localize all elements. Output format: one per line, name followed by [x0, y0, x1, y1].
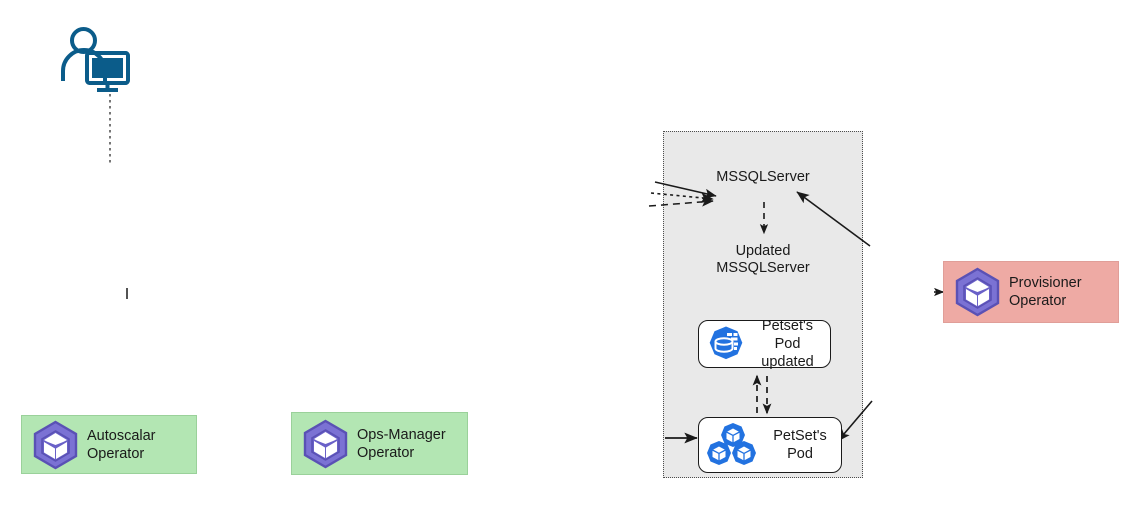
petset-pod-updated-label: Petset's Pod updated	[761, 318, 814, 370]
petset-pod-label: PetSet's Pod	[773, 428, 827, 462]
operator-cube-icon	[955, 267, 1000, 317]
label-mssqlserver: MSSQLServer	[716, 169, 810, 185]
autoscalar-operator-label: Autoscalar Operator	[87, 427, 156, 462]
operator-cube-icon	[33, 420, 78, 469]
ops-manager-operator-box[interactable]: Ops-Manager Operator	[291, 412, 468, 475]
provisioner-operator-box[interactable]: Provisioner Operator	[943, 261, 1119, 323]
autoscalar-operator-box[interactable]: Autoscalar Operator	[21, 415, 197, 474]
user-workstation-icon	[61, 27, 130, 92]
ops-manager-operator-label: Ops-Manager Operator	[357, 426, 446, 461]
petset-pod-box[interactable]: PetSet's Pod	[698, 417, 842, 473]
provisioner-operator-label: Provisioner Operator	[1009, 275, 1082, 309]
label-updated-mssqlserver: Updated MSSQLServer	[716, 243, 810, 276]
pod-cubes-icon	[707, 423, 756, 465]
pod-database-icon	[709, 326, 743, 360]
petset-pod-updated-box[interactable]: Petset's Pod updated	[698, 318, 831, 370]
operator-cube-icon	[303, 419, 348, 468]
